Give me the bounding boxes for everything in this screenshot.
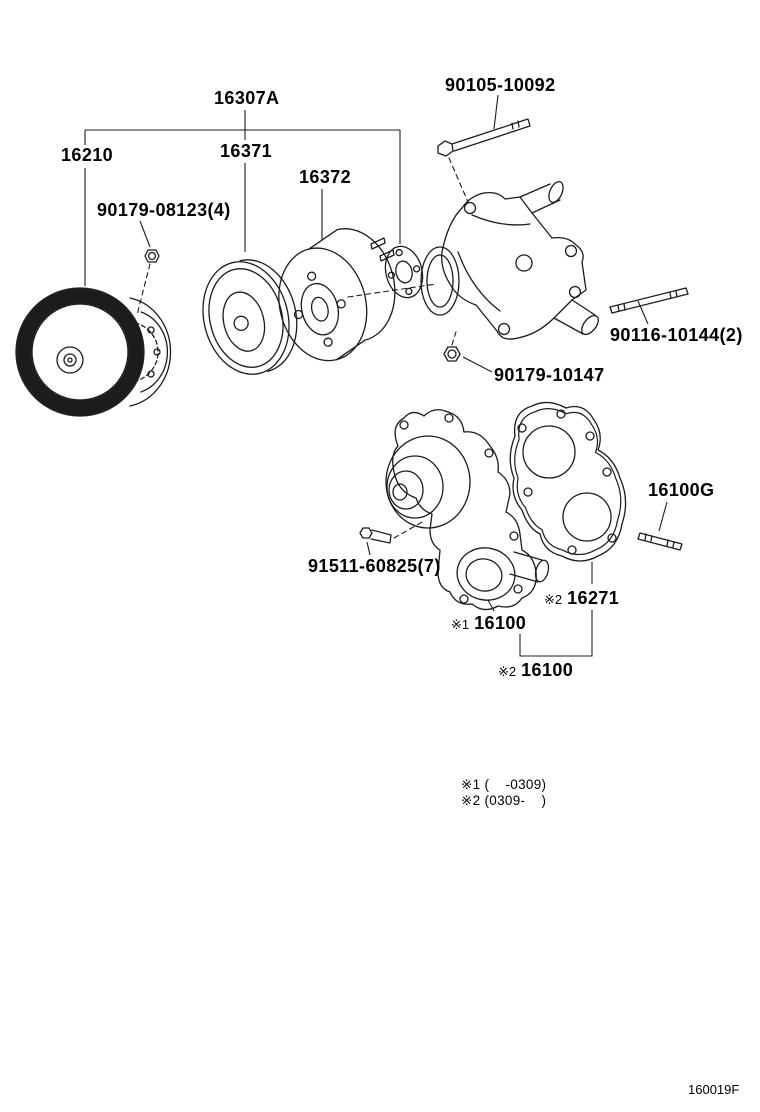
part-label-16271: ※2 16271 (544, 589, 619, 607)
part-number-16271: 16271 (567, 588, 620, 608)
bolt-90105-drawing (437, 118, 531, 157)
part-label-16307A: 16307A (214, 88, 280, 108)
part-label-16210: 16210 (61, 145, 114, 165)
part-label-16372: 16372 (299, 167, 352, 187)
drawing-code: 160019F (688, 1082, 740, 1097)
fan-pulley-16371-drawing (202, 259, 298, 375)
note-ref-1-icon: ※1 (451, 617, 470, 632)
nut-90179-08123-drawing (136, 249, 160, 316)
note-ref-2-icon: ※2 (498, 664, 517, 679)
part-label-90105-10092: 90105-10092 (445, 75, 556, 95)
part-label-90179-08123: 90179-08123(4) (97, 200, 231, 220)
footnote-2: ※2 (0309- ) (461, 793, 547, 808)
nut-90179-10147-drawing (443, 331, 461, 362)
part-label-16100-note2: ※2 16100 (498, 661, 573, 679)
stud-16100G-drawing (637, 532, 683, 551)
note-ref-2-icon: ※2 (544, 592, 563, 607)
part-number-16100-2: 16100 (521, 660, 574, 680)
upper-housing-drawing (420, 157, 599, 340)
pulley-hub-16372-drawing (278, 228, 396, 362)
part-label-16100-note1: ※1 16100 (451, 614, 526, 632)
leader-lines (84, 94, 668, 657)
gasket-16271-drawing (509, 401, 627, 562)
fan-fins-ring (16, 288, 144, 416)
part-label-16371: 16371 (220, 141, 273, 161)
part-number-16100-1: 16100 (474, 613, 527, 633)
water-pump-16100-drawing (385, 409, 550, 611)
part-label-90116-10144: 90116-10144(2) (610, 325, 743, 345)
footnote-1: ※1 ( -0309) (461, 777, 547, 792)
stud-90116-drawing (609, 287, 689, 314)
part-label-90179-10147: 90179-10147 (494, 365, 605, 385)
part-label-91511-60825: 91511-60825(7) (308, 556, 441, 576)
bolt-91511-drawing (359, 520, 425, 544)
part-label-16100G: 16100G (648, 480, 715, 500)
fan-clutch-16210-drawing (15, 287, 172, 417)
hub-flange-drawing (347, 237, 437, 299)
